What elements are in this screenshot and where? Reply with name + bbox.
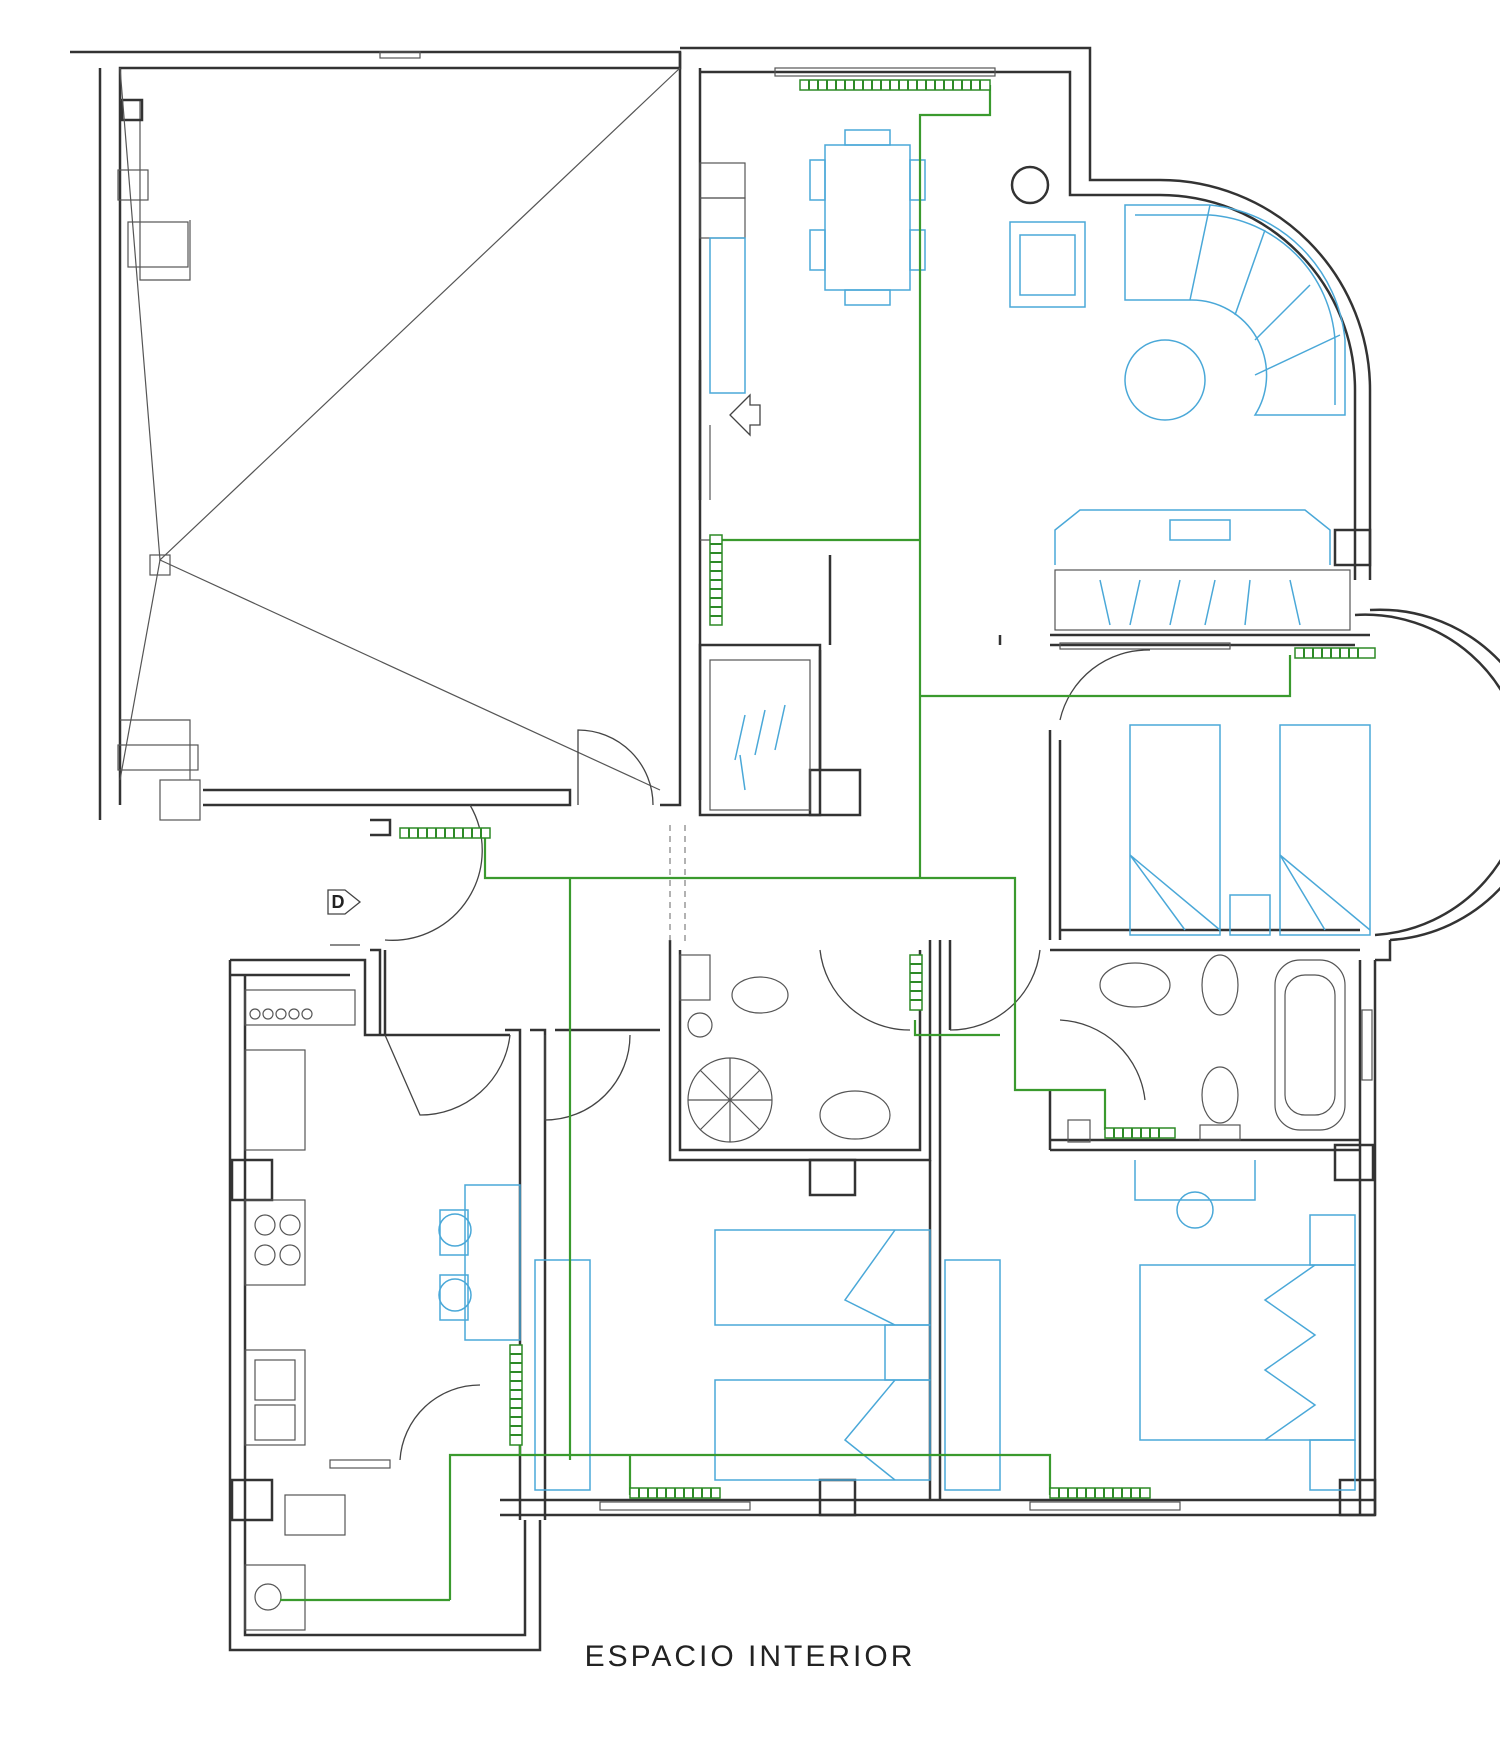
interior-space-patio <box>119 67 681 791</box>
walls <box>70 46 1500 1652</box>
radiator <box>1294 647 1376 659</box>
hob <box>244 1199 306 1286</box>
doors <box>330 649 1151 1461</box>
kitchen-sink <box>244 1349 306 1446</box>
toilet <box>1201 1066 1239 1124</box>
wardrobe-3 <box>534 1259 591 1491</box>
bidet <box>1201 954 1239 1016</box>
desk <box>1134 1160 1256 1201</box>
door-marker-icon <box>327 889 362 915</box>
bed-1 <box>1129 724 1221 936</box>
armchair <box>1009 221 1086 308</box>
tv-unit <box>1054 509 1331 565</box>
entrance-label: D <box>332 892 345 912</box>
kitchen-table <box>464 1184 521 1341</box>
sink-2 <box>819 1090 891 1140</box>
shaft-box <box>120 98 144 122</box>
radiator <box>799 79 991 91</box>
curved-sofa <box>1124 204 1346 416</box>
bathtub <box>1274 959 1346 1131</box>
bed-3 <box>714 1229 931 1326</box>
boiler <box>244 1564 306 1631</box>
radiators <box>399 79 1376 1499</box>
fridge <box>244 1049 306 1151</box>
closet-living <box>1099 579 1301 626</box>
radiator <box>509 1344 523 1446</box>
toilet-2 <box>731 976 789 1014</box>
drain <box>149 554 171 576</box>
coffee-table <box>1124 339 1206 421</box>
nightstand <box>1229 894 1271 936</box>
wardrobe-4 <box>944 1259 1001 1491</box>
sink <box>1099 962 1171 1008</box>
entrance-arrow-icon <box>729 393 761 437</box>
radiator <box>1049 1487 1151 1499</box>
double-bed <box>1139 1264 1356 1441</box>
washing-machine <box>244 989 356 1026</box>
window-dining <box>774 67 996 77</box>
kitchen-appliances <box>244 989 356 1631</box>
dining-table <box>824 144 911 291</box>
lamp <box>1010 165 1050 205</box>
plan-caption: ESPACIO INTERIOR <box>584 1640 916 1673</box>
bed-4 <box>714 1379 931 1481</box>
heating-pipes <box>280 85 1292 1602</box>
windows <box>329 51 1373 1511</box>
dashed-line <box>669 825 686 945</box>
bed-2 <box>1279 724 1371 936</box>
furniture <box>438 129 1371 1491</box>
